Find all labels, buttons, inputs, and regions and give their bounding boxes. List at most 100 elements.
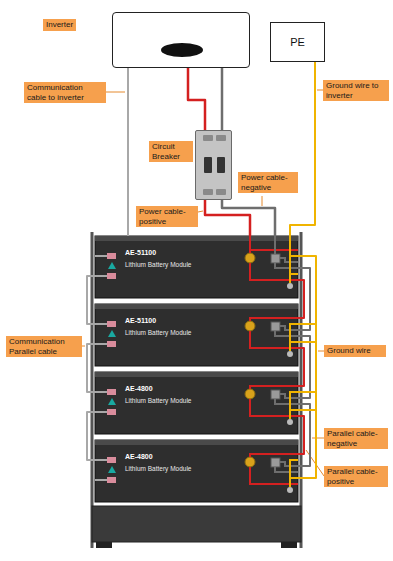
ground-stub bbox=[290, 392, 298, 419]
comm-port bbox=[107, 477, 116, 483]
negative-terminal bbox=[271, 322, 280, 331]
rack-foot bbox=[281, 542, 297, 548]
comm-port bbox=[107, 457, 116, 463]
battery-module-body bbox=[95, 304, 298, 366]
module-case bbox=[95, 372, 298, 434]
ground-wire bbox=[298, 392, 316, 478]
callout-tag: Ground wire bbox=[324, 345, 386, 357]
module-case bbox=[95, 304, 298, 366]
module-top-strip bbox=[95, 440, 298, 445]
battery-module-body bbox=[95, 372, 298, 434]
model-name: AE-51100 bbox=[125, 249, 156, 257]
comm-port bbox=[107, 341, 116, 347]
positive-terminal bbox=[245, 457, 255, 467]
negative-terminal bbox=[271, 390, 280, 399]
battery-module: AE-4800Lithium Battery Module bbox=[95, 440, 298, 502]
positive-terminal bbox=[245, 253, 255, 263]
module-case bbox=[95, 440, 298, 502]
ground-wire bbox=[290, 62, 315, 236]
power-cable-negative bbox=[222, 200, 275, 236]
brand-logo bbox=[108, 262, 116, 269]
ground-screw bbox=[287, 487, 293, 493]
module-caption: Lithium Battery Module bbox=[125, 261, 191, 268]
negative-stub bbox=[275, 394, 298, 404]
leader-line bbox=[82, 346, 85, 347]
positive-terminal bbox=[245, 321, 255, 331]
comm-stub bbox=[95, 256, 107, 276]
battery-module-body bbox=[95, 440, 298, 502]
power-cable-negative bbox=[221, 68, 224, 130]
positive-terminal bbox=[245, 389, 255, 399]
callout-tag: Power cable-negative bbox=[238, 172, 298, 193]
negative-stub bbox=[275, 462, 298, 472]
parallel-cable-negative bbox=[298, 336, 310, 398]
module-top-strip bbox=[95, 236, 298, 241]
comm-stub bbox=[95, 324, 107, 344]
callout-tag: Parallel cable-negative bbox=[324, 428, 388, 449]
callout-tag: Communication Parallel cable bbox=[6, 336, 82, 357]
battery-module: AE-51100Lithium Battery Module bbox=[95, 304, 298, 366]
negative-stub bbox=[275, 236, 298, 268]
model-name: AE-4800 bbox=[125, 385, 153, 393]
rack-upright bbox=[91, 232, 94, 548]
model-name: AE-4800 bbox=[125, 453, 153, 461]
module-top-strip bbox=[95, 304, 298, 309]
ground-wire bbox=[298, 324, 316, 410]
breaker-toggle bbox=[217, 157, 225, 173]
leader-line bbox=[262, 196, 263, 206]
leader-line bbox=[198, 211, 203, 212]
ground-stub bbox=[290, 236, 298, 283]
parallel-cable-positive bbox=[298, 348, 304, 386]
leader-line bbox=[106, 92, 125, 93]
ground-wire bbox=[298, 256, 316, 342]
ground-stub bbox=[290, 324, 298, 351]
inverter-box: Inverter bbox=[112, 12, 250, 68]
communication-cable bbox=[127, 68, 129, 236]
module-caption: Lithium Battery Module bbox=[125, 465, 191, 472]
parallel-cable-negative bbox=[298, 268, 310, 330]
communication-parallel-cable bbox=[87, 276, 95, 324]
callout-tag: Inverter bbox=[43, 19, 76, 31]
communication-parallel-cable bbox=[87, 412, 95, 460]
callout-tag: Parallel cable-positive bbox=[324, 466, 388, 487]
leader-lines bbox=[82, 90, 324, 476]
negative-stub bbox=[275, 326, 298, 336]
pe-box: PE bbox=[270, 22, 325, 62]
module-caption: Lithium Battery Module bbox=[125, 397, 191, 404]
battery-module-body bbox=[95, 236, 298, 298]
comm-port bbox=[107, 389, 116, 395]
circuit-breaker: Circuit Breaker bbox=[195, 130, 232, 200]
negative-terminal bbox=[271, 254, 280, 263]
rack-base bbox=[92, 506, 301, 542]
brand-logo bbox=[108, 330, 116, 337]
parallel-cable-negative bbox=[298, 404, 310, 466]
breaker-terminal bbox=[216, 135, 226, 141]
callout-tag: Power cable-positive bbox=[136, 206, 198, 227]
leader-line bbox=[312, 438, 324, 439]
brand-logo bbox=[108, 466, 116, 473]
power-cable-positive bbox=[188, 68, 205, 130]
comm-port bbox=[107, 409, 116, 415]
module-top-strip bbox=[95, 372, 298, 377]
rack-foot bbox=[96, 542, 112, 548]
comm-stub bbox=[95, 460, 107, 480]
module-case bbox=[95, 236, 298, 298]
parallel-cable-positive bbox=[298, 280, 304, 318]
power-cable-positive bbox=[205, 200, 250, 236]
comm-port bbox=[107, 273, 116, 279]
callout-tag: Circuit Breaker bbox=[149, 141, 193, 162]
negative-terminal bbox=[271, 458, 280, 467]
module-caption: Lithium Battery Module bbox=[125, 329, 191, 336]
breaker-terminal bbox=[216, 189, 226, 195]
breaker-toggle bbox=[204, 157, 212, 173]
model-name: AE-51100 bbox=[125, 317, 156, 325]
communication-parallel-cable bbox=[87, 344, 95, 392]
callout-tag: Ground wire to inverter bbox=[323, 80, 389, 101]
comm-stub bbox=[95, 392, 107, 412]
parallel-cable-positive bbox=[298, 416, 304, 454]
battery-module: AE-51100Lithium Battery Module bbox=[95, 236, 298, 298]
brand-logo bbox=[108, 398, 116, 405]
breaker-terminal bbox=[203, 189, 213, 195]
breaker-terminal bbox=[203, 135, 213, 141]
